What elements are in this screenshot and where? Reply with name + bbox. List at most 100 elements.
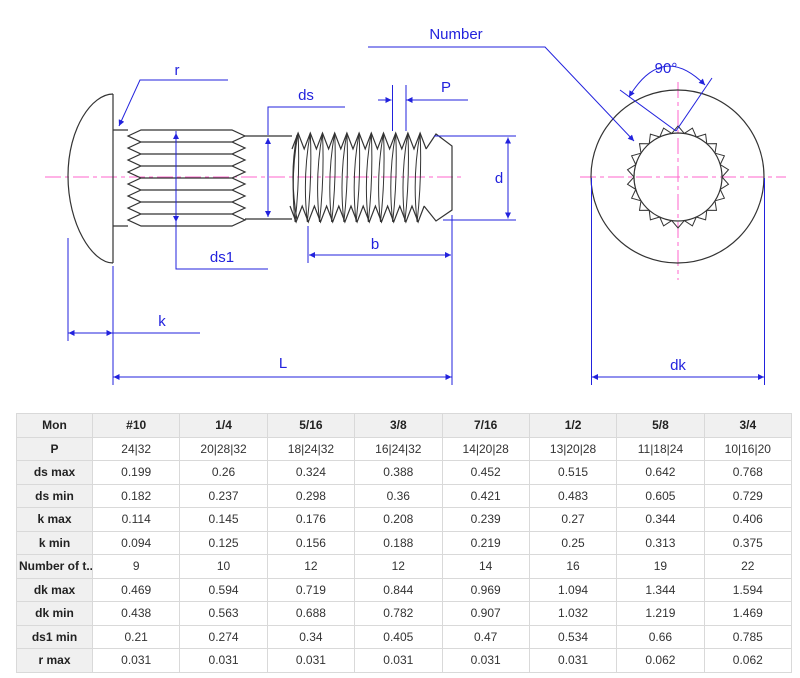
row-label: dk max [17,578,93,602]
table-cell: 0.208 [355,508,442,532]
column-header: 3/4 [704,414,791,438]
knurled-neck-ribs [128,130,245,226]
table-cell: 0.031 [442,649,529,673]
table-cell: 0.125 [180,531,267,555]
k-extension-lines [68,238,200,385]
table-cell: 0.469 [93,578,180,602]
table-cell: 0.844 [355,578,442,602]
table-header-row: Mon#101/45/163/87/161/25/83/4 [17,414,792,438]
table-cell: 0.907 [442,602,529,626]
row-label: ds max [17,461,93,485]
label-d: d [495,170,503,187]
table-cell: 10 [180,555,267,579]
table-cell: 10|16|20 [704,437,791,461]
column-header: 5/8 [617,414,704,438]
row-label: k max [17,508,93,532]
table-cell: 12 [355,555,442,579]
bolt-side-view [68,94,452,263]
number-leader-line [368,47,634,141]
table-row: k max0.1140.1450.1760.2080.2390.270.3440… [17,508,792,532]
label-ds: ds [298,87,314,104]
bolt-head [68,94,128,263]
table-cell: 0.729 [704,484,791,508]
bolt-technical-drawing: r ds P Number d b ds1 k L 90° dk [0,0,800,405]
table-cell: 0.344 [617,508,704,532]
table-cell: 0.031 [180,649,267,673]
table-row: Number of t...910121214161922 [17,555,792,579]
table-row: r max0.0310.0310.0310.0310.0310.0310.062… [17,649,792,673]
row-label: ds1 min [17,625,93,649]
table-cell: 0.785 [704,625,791,649]
angle-lines [620,78,712,131]
table-row: k min0.0940.1250.1560.1880.2190.250.3130… [17,531,792,555]
table-cell: 1.594 [704,578,791,602]
table-cell: 0.313 [617,531,704,555]
table-cell: 0.324 [267,461,354,485]
table-cell: 0.969 [442,578,529,602]
r-leader-line [119,80,228,126]
row-label: ds min [17,484,93,508]
table-cell: 0.199 [93,461,180,485]
table-cell: 0.594 [180,578,267,602]
table-cell: 0.219 [442,531,529,555]
table-cell: 0.563 [180,602,267,626]
row-label: P [17,437,93,461]
table-cell: 18|24|32 [267,437,354,461]
table-cell: 0.406 [704,508,791,532]
table-cell: 0.031 [93,649,180,673]
table-cell: 0.094 [93,531,180,555]
column-header: 5/16 [267,414,354,438]
table-cell: 0.605 [617,484,704,508]
table-cell: 20|28|32 [180,437,267,461]
table-row: P24|3220|28|3218|24|3216|24|3214|20|2813… [17,437,792,461]
table-cell: 0.452 [442,461,529,485]
table-cell: 0.688 [267,602,354,626]
label-r: r [175,62,180,79]
label-dk: dk [670,357,686,374]
table-cell: 0.421 [442,484,529,508]
table-cell: 0.483 [529,484,616,508]
table-cell: 0.642 [617,461,704,485]
table-cell: 0.438 [93,602,180,626]
table-row: ds1 min0.210.2740.340.4050.470.5340.660.… [17,625,792,649]
table-cell: 1.344 [617,578,704,602]
column-header: #10 [93,414,180,438]
table-cell: 14|20|28 [442,437,529,461]
label-angle: 90° [655,60,678,77]
table-cell: 22 [704,555,791,579]
table-cell: 0.405 [355,625,442,649]
table-cell: 0.768 [704,461,791,485]
table-cell: 0.176 [267,508,354,532]
label-l: L [279,355,287,372]
table-cell: 11|18|24 [617,437,704,461]
table-row: dk min0.4380.5630.6880.7820.9071.0321.21… [17,602,792,626]
table-cell: 0.031 [267,649,354,673]
column-header: 1/4 [180,414,267,438]
table-cell: 13|20|28 [529,437,616,461]
table-row: ds max0.1990.260.3240.3880.4520.5150.642… [17,461,792,485]
table-cell: 0.515 [529,461,616,485]
table-cell: 0.114 [93,508,180,532]
table-cell: 16 [529,555,616,579]
table-cell: 19 [617,555,704,579]
table-cell: 0.274 [180,625,267,649]
table-cell: 0.388 [355,461,442,485]
row-label: k min [17,531,93,555]
table-cell: 0.534 [529,625,616,649]
d-extension-lines [434,136,516,220]
table-cell: 1.094 [529,578,616,602]
label-p: P [441,79,451,96]
table-cell: 0.182 [93,484,180,508]
row-label: dk min [17,602,93,626]
column-header: 3/8 [355,414,442,438]
label-ds1: ds1 [210,249,234,266]
table-cell: 0.031 [529,649,616,673]
row-label: r max [17,649,93,673]
table-cell: 1.469 [704,602,791,626]
table-cell: 0.188 [355,531,442,555]
table-cell: 0.062 [617,649,704,673]
table-cell: 0.36 [355,484,442,508]
table-cell: 0.145 [180,508,267,532]
label-number: Number [429,26,482,43]
table-cell: 0.782 [355,602,442,626]
